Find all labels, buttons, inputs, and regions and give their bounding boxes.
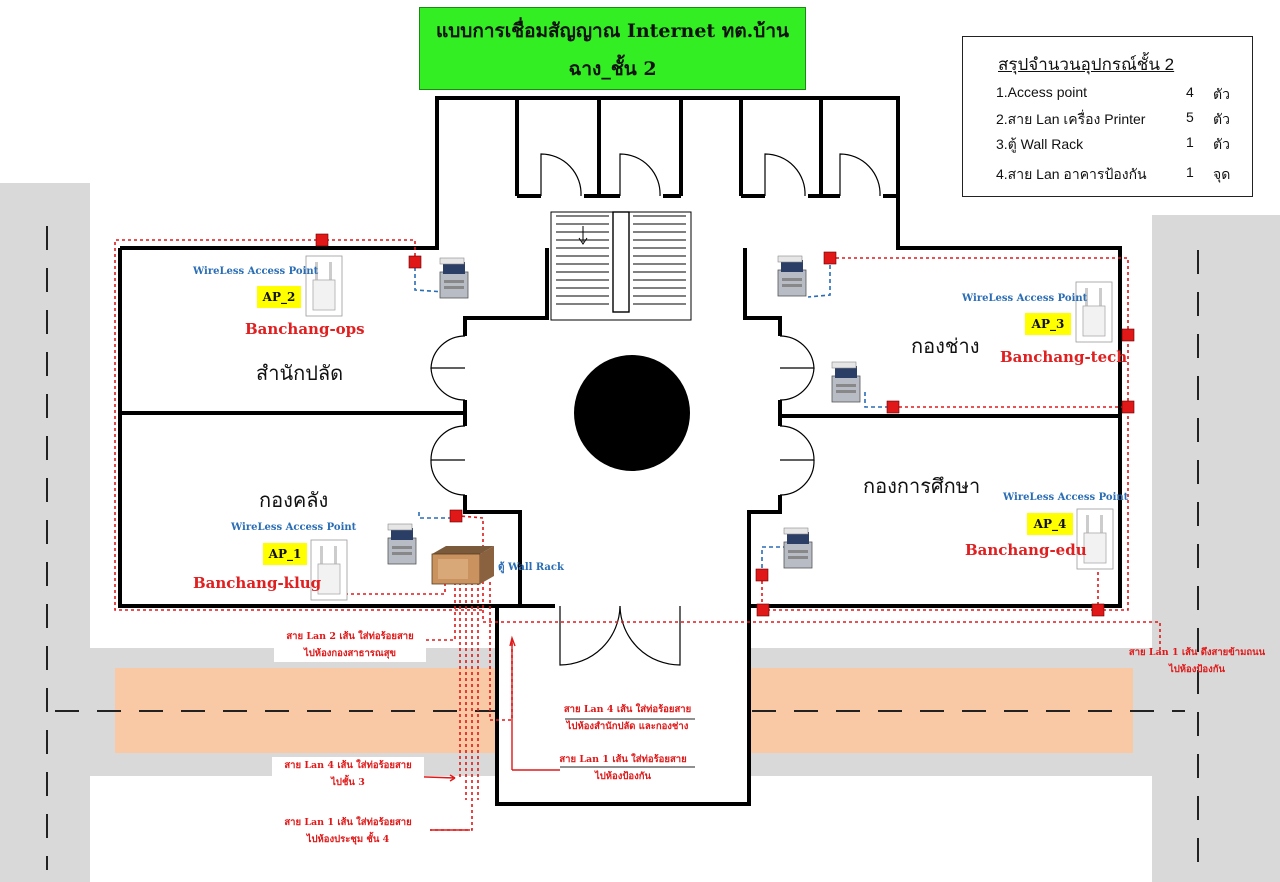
- wall-rack-icon: [431, 546, 494, 585]
- atrium-circle: [574, 355, 690, 471]
- doors: [430, 153, 881, 666]
- printer-icon: [783, 527, 813, 569]
- ap-badge: AP_1: [263, 543, 307, 565]
- printer-icon: [387, 523, 417, 565]
- note-underlines: [560, 718, 695, 768]
- building-walls: [118, 96, 1122, 806]
- printer-icon: [777, 255, 807, 297]
- cable-note-line: สาย Lan 2 เส้น ใส่ท่อร้อยสาย: [286, 631, 414, 642]
- title-line-1: แบบการเชื่อมสัญญาณ Internet ทต.บ้าน: [435, 20, 790, 42]
- ap-ssid: Banchang-klug: [193, 574, 322, 592]
- summary-item-unit: ตัว: [1213, 111, 1230, 127]
- cable-note: สาย Lan 2 เส้น ใส่ท่อร้อยสาย ไปห้องกองสา…: [274, 628, 426, 662]
- printer-links: [414, 258, 893, 575]
- junction-boxes: [315, 233, 1135, 617]
- printers: [387, 255, 861, 569]
- summary-item-label: 2.สาย Lan เครื่อง Printer: [996, 111, 1146, 127]
- cable-note: สาย Lan 1 เส้น ดึงสายข้ามถนน ไปห้องป้องก…: [1118, 644, 1276, 678]
- printer-icon: [831, 361, 861, 403]
- cable-note: สาย Lan 1 เส้น ใส่ท่อร้อยสาย ไปห้องป้องก…: [548, 751, 698, 785]
- equipment-summary: สรุปจำนวนอุปกรณ์ชั้น 2 1.Access point 4 …: [962, 36, 1253, 197]
- ap-badge: AP_4: [1027, 513, 1073, 535]
- title-line-2: ฉาง_ชั้น 2: [568, 58, 657, 80]
- cable-note-line: ไปห้องป้องกัน: [594, 771, 652, 782]
- room-label-education: กองการศึกษา: [863, 474, 981, 498]
- ap-caption: WireLess Access Point: [231, 522, 357, 533]
- access-point-icon: [1076, 508, 1114, 570]
- ap-badge: AP_3: [1025, 313, 1071, 335]
- summary-item-label: 4.สาย Lan อาคารป้องกัน: [996, 166, 1147, 182]
- access-point-icon: [305, 255, 343, 317]
- ap-caption: WireLess Access Point: [1003, 492, 1129, 503]
- summary-item-qty: 4: [1186, 84, 1194, 100]
- cable-note-line: สาย Lan 1 เส้น ดึงสายข้ามถนน: [1128, 647, 1266, 658]
- summary-item-qty: 1: [1186, 164, 1194, 180]
- cable-note-line: ไปห้องประชุม ชั้น 4: [306, 834, 390, 845]
- ap-caption: WireLess Access Point: [193, 266, 319, 277]
- cable-note-line: ไปห้องป้องกัน: [1168, 664, 1226, 675]
- roads: [0, 183, 1280, 882]
- summary-item-label: 3.ตู้ Wall Rack: [996, 136, 1084, 152]
- access-point-devices: [305, 255, 1114, 601]
- cable-note: สาย Lan 4 เส้น ใส่ท่อร้อยสาย ไปชั้น 3: [272, 757, 424, 791]
- cable-note: สาย Lan 1 เส้น ใส่ท่อร้อยสาย ไปห้องประชุ…: [272, 814, 424, 848]
- diagram-title: แบบการเชื่อมสัญญาณ Internet ทต.บ้าน ฉาง_…: [419, 7, 806, 90]
- road-right: [1152, 215, 1280, 882]
- ap-ssid: Banchang-edu: [965, 541, 1087, 559]
- cable-note-line: สาย Lan 1 เส้น ใส่ท่อร้อยสาย: [559, 754, 687, 765]
- summary-item-unit: ตัว: [1213, 86, 1230, 102]
- room-label-finance: กองคลัง: [259, 488, 329, 512]
- room-label-office: สำนักปลัด: [256, 361, 344, 385]
- summary-item-qty: 5: [1186, 109, 1194, 125]
- building-fill: [120, 98, 1120, 804]
- access-point-icon: [310, 539, 348, 601]
- access-point-icon: [1075, 281, 1113, 343]
- ap-badge: AP_2: [257, 286, 301, 308]
- cable-note-line: ไปห้องสำนักปลัด และกองช่าง: [566, 721, 689, 732]
- summary-title: สรุปจำนวนอุปกรณ์ชั้น 2: [998, 55, 1175, 74]
- ap-ssid: Banchang-tech: [1000, 348, 1128, 366]
- cable-note-line: สาย Lan 1 เส้น ใส่ท่อร้อยสาย: [284, 817, 412, 828]
- printer-icon: [439, 257, 469, 299]
- summary-item-qty: 1: [1186, 134, 1194, 150]
- summary-item-label: 1.Access point: [996, 84, 1088, 100]
- staircase: [550, 211, 692, 321]
- cable-note-line: สาย Lan 4 เส้น ใส่ท่อร้อยสาย: [563, 704, 692, 715]
- road-left: [0, 183, 90, 882]
- cable-note-line: ไปห้องกองสาธารณสุข: [304, 648, 396, 659]
- summary-item-unit: จุด: [1213, 166, 1231, 182]
- cable-note-line: สาย Lan 4 เส้น ใส่ท่อร้อยสาย: [284, 760, 412, 771]
- ap-caption: WireLess Access Point: [962, 293, 1088, 304]
- room-label-engineering: กองช่าง: [911, 334, 980, 358]
- cable-note: สาย Lan 4 เส้น ใส่ท่อร้อยสาย ไปห้องสำนัก…: [555, 701, 700, 735]
- summary-item-unit: ตัว: [1213, 136, 1230, 152]
- cable-note-line: ไปชั้น 3: [331, 777, 365, 788]
- ap-ssid: Banchang-ops: [245, 320, 365, 338]
- wall-rack-label: ตู้ Wall Rack: [498, 562, 564, 573]
